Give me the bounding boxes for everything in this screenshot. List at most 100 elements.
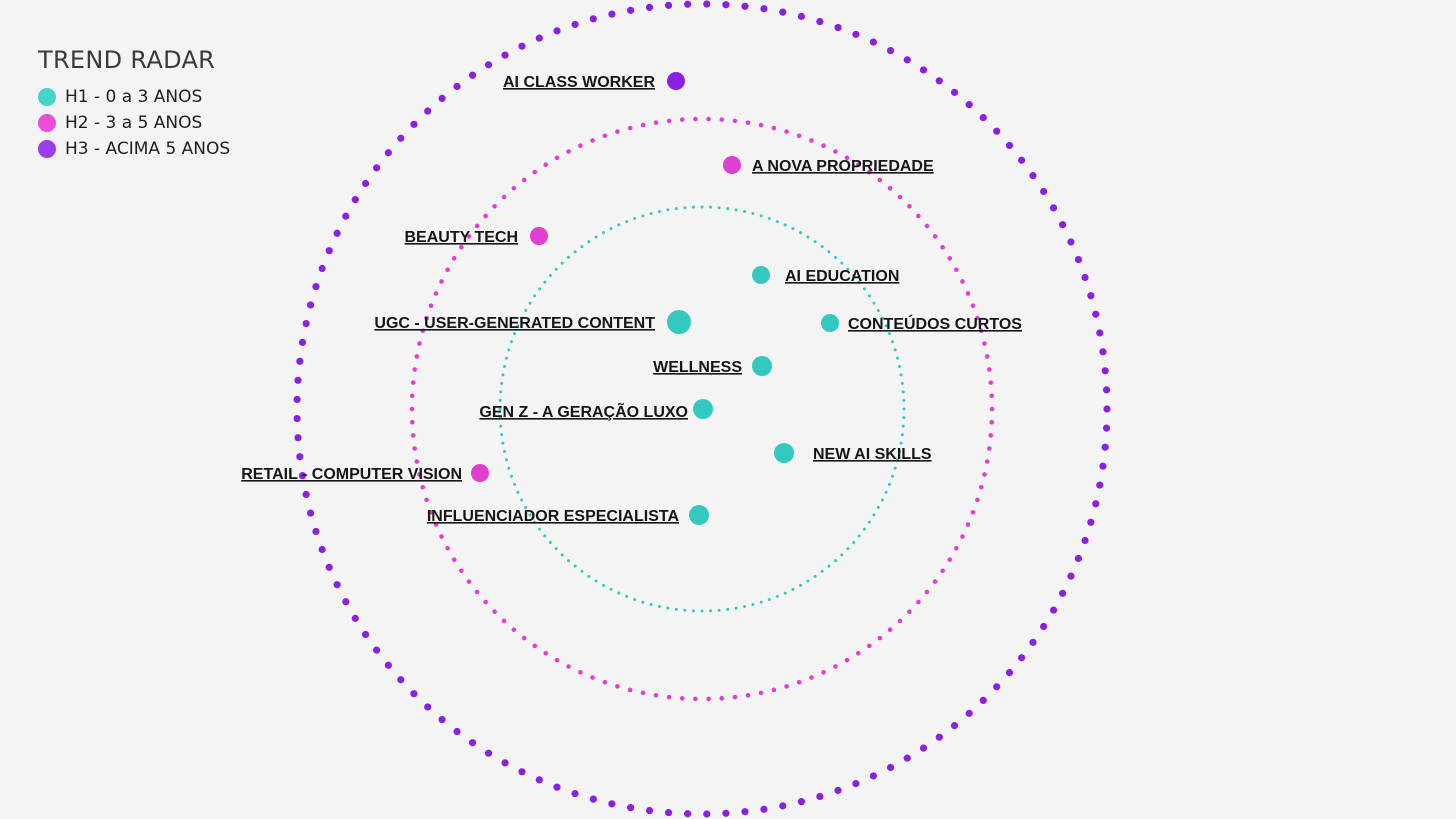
ring-dot [424, 107, 432, 115]
ring-dot [1074, 255, 1083, 264]
ring-dot [312, 282, 320, 291]
ring-dot [361, 630, 370, 639]
ring-dot [993, 683, 1001, 691]
ring-dot [1049, 204, 1058, 212]
ring-dot [846, 267, 850, 271]
ring-dot [533, 294, 537, 298]
page-title: TREND RADAR [38, 46, 216, 74]
ring-dot [827, 250, 831, 254]
ring-dot [924, 223, 930, 229]
ring-dot [741, 2, 749, 10]
ring-dot [932, 579, 938, 584]
ring-dot [492, 609, 497, 615]
ring-dot [797, 12, 806, 20]
ring-dot [342, 212, 350, 220]
ring-dot [535, 34, 543, 42]
ring-dot [834, 786, 842, 795]
ring-dot [410, 433, 416, 438]
ring-dot [771, 125, 777, 131]
ring-dot [965, 291, 971, 296]
ring-dot [940, 568, 945, 574]
ring-dot [893, 348, 897, 352]
ring-dot [459, 568, 464, 574]
ring-dot [869, 772, 878, 780]
ring-dot [521, 177, 527, 183]
legend-dot-h2 [38, 114, 56, 132]
ring-dot [459, 244, 464, 250]
ring-dot [900, 433, 904, 437]
ring-dot [318, 545, 326, 554]
ring-dot [887, 627, 893, 633]
ring-dot [333, 581, 341, 589]
ring-dot [1067, 238, 1075, 246]
ring-dot [717, 608, 721, 612]
ring-dot [578, 669, 583, 675]
ring-dot [645, 806, 654, 815]
trend-dot-h1 [752, 356, 772, 376]
trend-item: CONTEÚDOS CURTOS [821, 314, 1022, 333]
ring-dot [410, 120, 418, 128]
ring-dot [653, 693, 659, 698]
ring-dot [827, 564, 831, 568]
ring-dot [499, 390, 503, 394]
ring-dot [932, 234, 938, 239]
ring-dot [726, 607, 730, 611]
ring-dot [935, 733, 943, 741]
ring-dot [887, 482, 891, 486]
ring-dot [520, 316, 524, 320]
ring-dot [302, 490, 310, 499]
trend-dot-h2 [723, 156, 741, 174]
legend-label-h1: H1 - 0 a 3 ANOS [65, 87, 203, 107]
ring-dot [852, 30, 860, 38]
ring-dot [468, 739, 477, 747]
ring-dot [653, 120, 659, 125]
ring-dot [548, 274, 552, 278]
ring-dot [872, 301, 876, 305]
ring-dot [919, 66, 928, 74]
ring-dot [907, 203, 912, 209]
ring-dot [984, 459, 990, 464]
ring-dot [820, 569, 824, 573]
ring-dot [880, 498, 884, 502]
ring-dot [862, 527, 866, 531]
ring-dot [617, 223, 621, 227]
ring-dot [897, 450, 901, 454]
ring-dot [833, 149, 838, 154]
ring-dot [877, 635, 883, 641]
ring-dot [993, 127, 1001, 135]
ring-dot [573, 250, 577, 254]
ring-dot [982, 341, 987, 346]
ring-dot [709, 609, 713, 613]
ring-dot [302, 319, 310, 328]
ring-dot [872, 513, 876, 517]
ring-dot [907, 609, 912, 615]
ring-dot [869, 38, 878, 46]
ring-dot [844, 155, 850, 161]
ring-dot [373, 646, 381, 654]
trend-label: RETAIL - COMPUTER VISION [241, 466, 462, 483]
ring-dot [567, 255, 571, 259]
ring-dot [594, 235, 598, 239]
ring-dot [397, 676, 405, 684]
ring-dot [743, 604, 747, 608]
ring-dot [857, 280, 861, 284]
ring-dot [1087, 518, 1095, 526]
ring-dot [734, 606, 738, 610]
ring-dot [543, 280, 547, 284]
ring-dot [840, 553, 844, 557]
ring-dot [970, 303, 976, 308]
ring-dot [775, 594, 779, 598]
ring-dot [719, 696, 725, 701]
ring-dot [615, 129, 620, 134]
ring-dot [510, 340, 514, 344]
ring-dot [947, 256, 953, 261]
ring-dot [524, 308, 528, 312]
ring-dot [899, 441, 903, 445]
ring-dot [410, 419, 415, 425]
ring-dot [884, 490, 888, 494]
ring-dot [799, 231, 803, 235]
ring-dot [617, 591, 621, 595]
ring-dot [867, 520, 871, 524]
ring-dot [293, 395, 301, 404]
